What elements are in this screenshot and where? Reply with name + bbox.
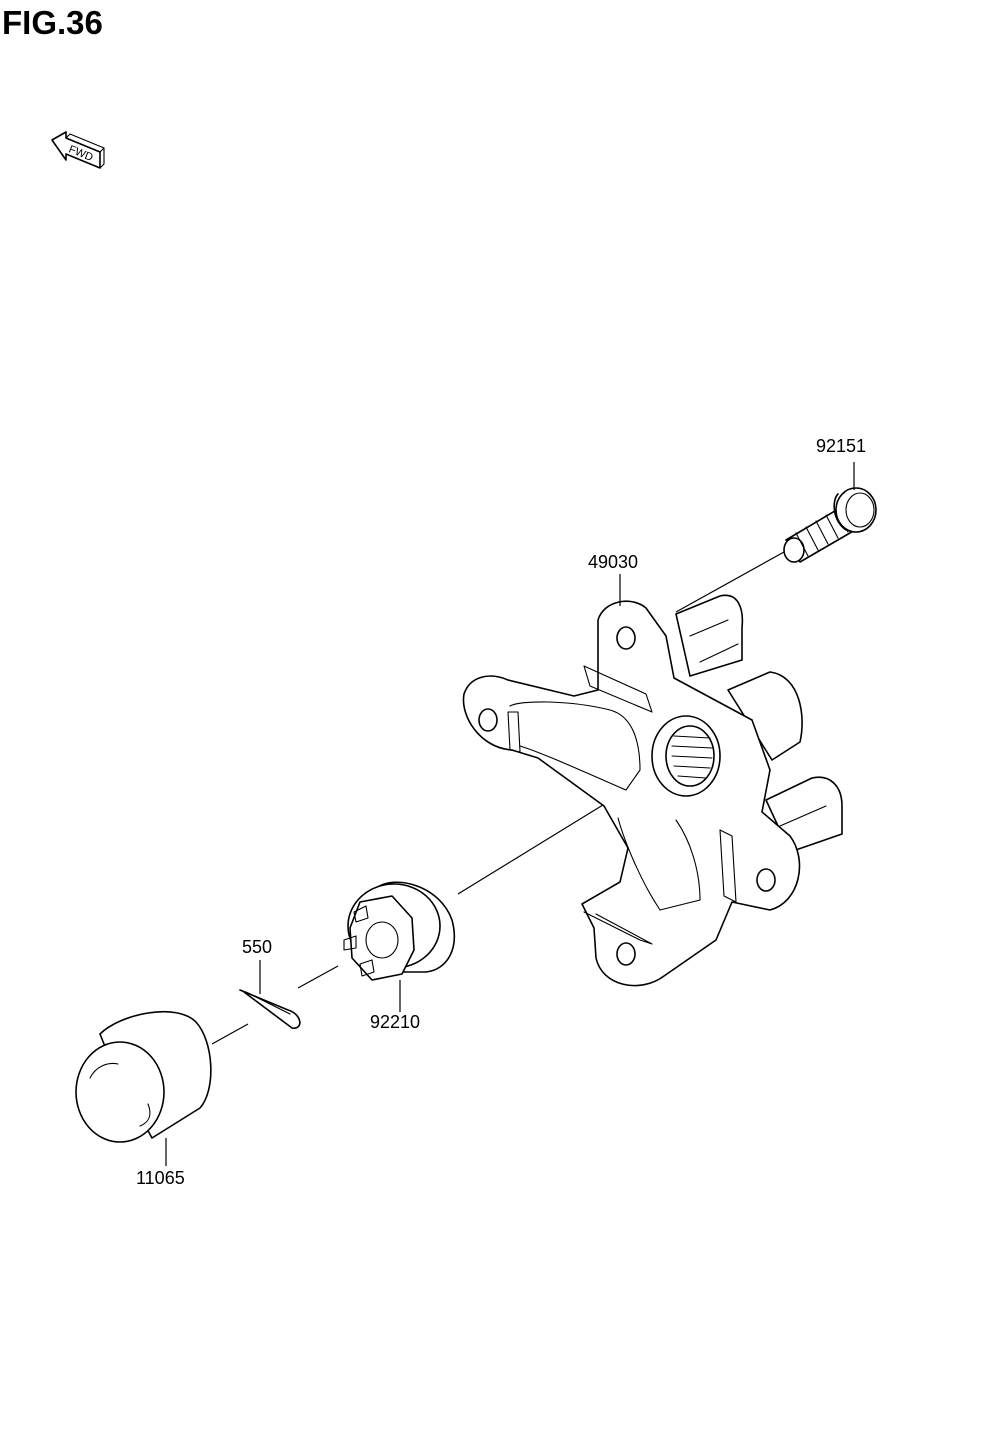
part-label-92210: 92210 [370, 1012, 420, 1032]
figure-title: FIG.36 [2, 4, 103, 41]
part-label-550: 550 [242, 937, 272, 957]
part-label-49030: 49030 [588, 552, 638, 572]
castle-nut-92210[interactable] [343, 881, 456, 981]
cotter-pin-550[interactable] [239, 989, 301, 1029]
hub-cap-11065[interactable] [75, 1010, 212, 1143]
rear-hub-49030[interactable] [462, 594, 843, 987]
part-label-92151: 92151 [816, 436, 866, 456]
part-label-11065: 11065 [136, 1168, 185, 1188]
bolt-92151[interactable] [783, 487, 877, 563]
fwd-arrow-icon: FWD [51, 131, 105, 169]
